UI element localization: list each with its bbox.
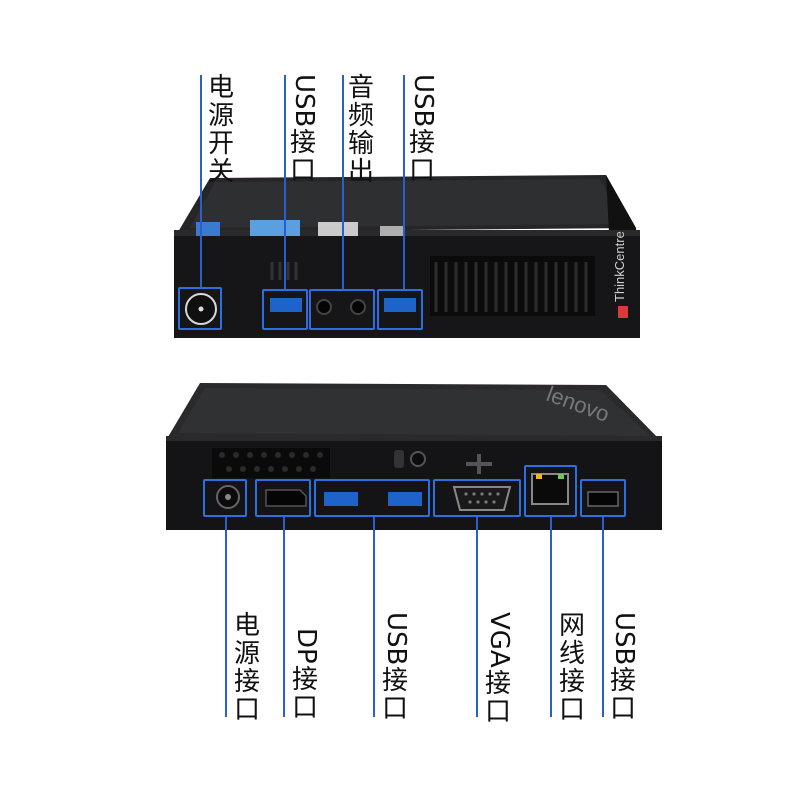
- leader-rear-usb: [373, 517, 375, 717]
- label-power-switch: 电源开关: [207, 73, 234, 187]
- highlight-rear-usb-2: [580, 479, 626, 517]
- leader-dp: [283, 517, 285, 717]
- leader-rear-usb-2: [602, 517, 604, 717]
- highlight-power-button: [178, 287, 222, 330]
- label-power-port: 电源接口: [233, 611, 260, 725]
- leader-usb-1: [284, 75, 286, 289]
- leader-vga: [476, 517, 478, 717]
- leader-lan: [550, 517, 552, 717]
- leader-power: [200, 75, 202, 287]
- label-audio-out: 音频输出: [347, 73, 374, 187]
- front-unit: ThinkCentre: [174, 175, 640, 338]
- back-unit: lenovo: [166, 381, 662, 530]
- leader-usb-2: [403, 75, 405, 289]
- highlight-dp: [255, 479, 311, 517]
- front-brand-text: ThinkCentre: [612, 231, 627, 302]
- highlight-audio: [309, 289, 375, 330]
- leader-power-port: [225, 517, 227, 717]
- leader-audio: [342, 75, 344, 289]
- highlight-front-usb-2: [377, 289, 423, 330]
- highlight-power-port: [203, 479, 247, 517]
- highlight-vga: [433, 479, 521, 517]
- label-lan: 网线接口: [558, 611, 585, 725]
- highlight-front-usb-1: [262, 289, 308, 330]
- highlight-rear-usb: [314, 479, 430, 517]
- highlight-lan: [524, 465, 577, 517]
